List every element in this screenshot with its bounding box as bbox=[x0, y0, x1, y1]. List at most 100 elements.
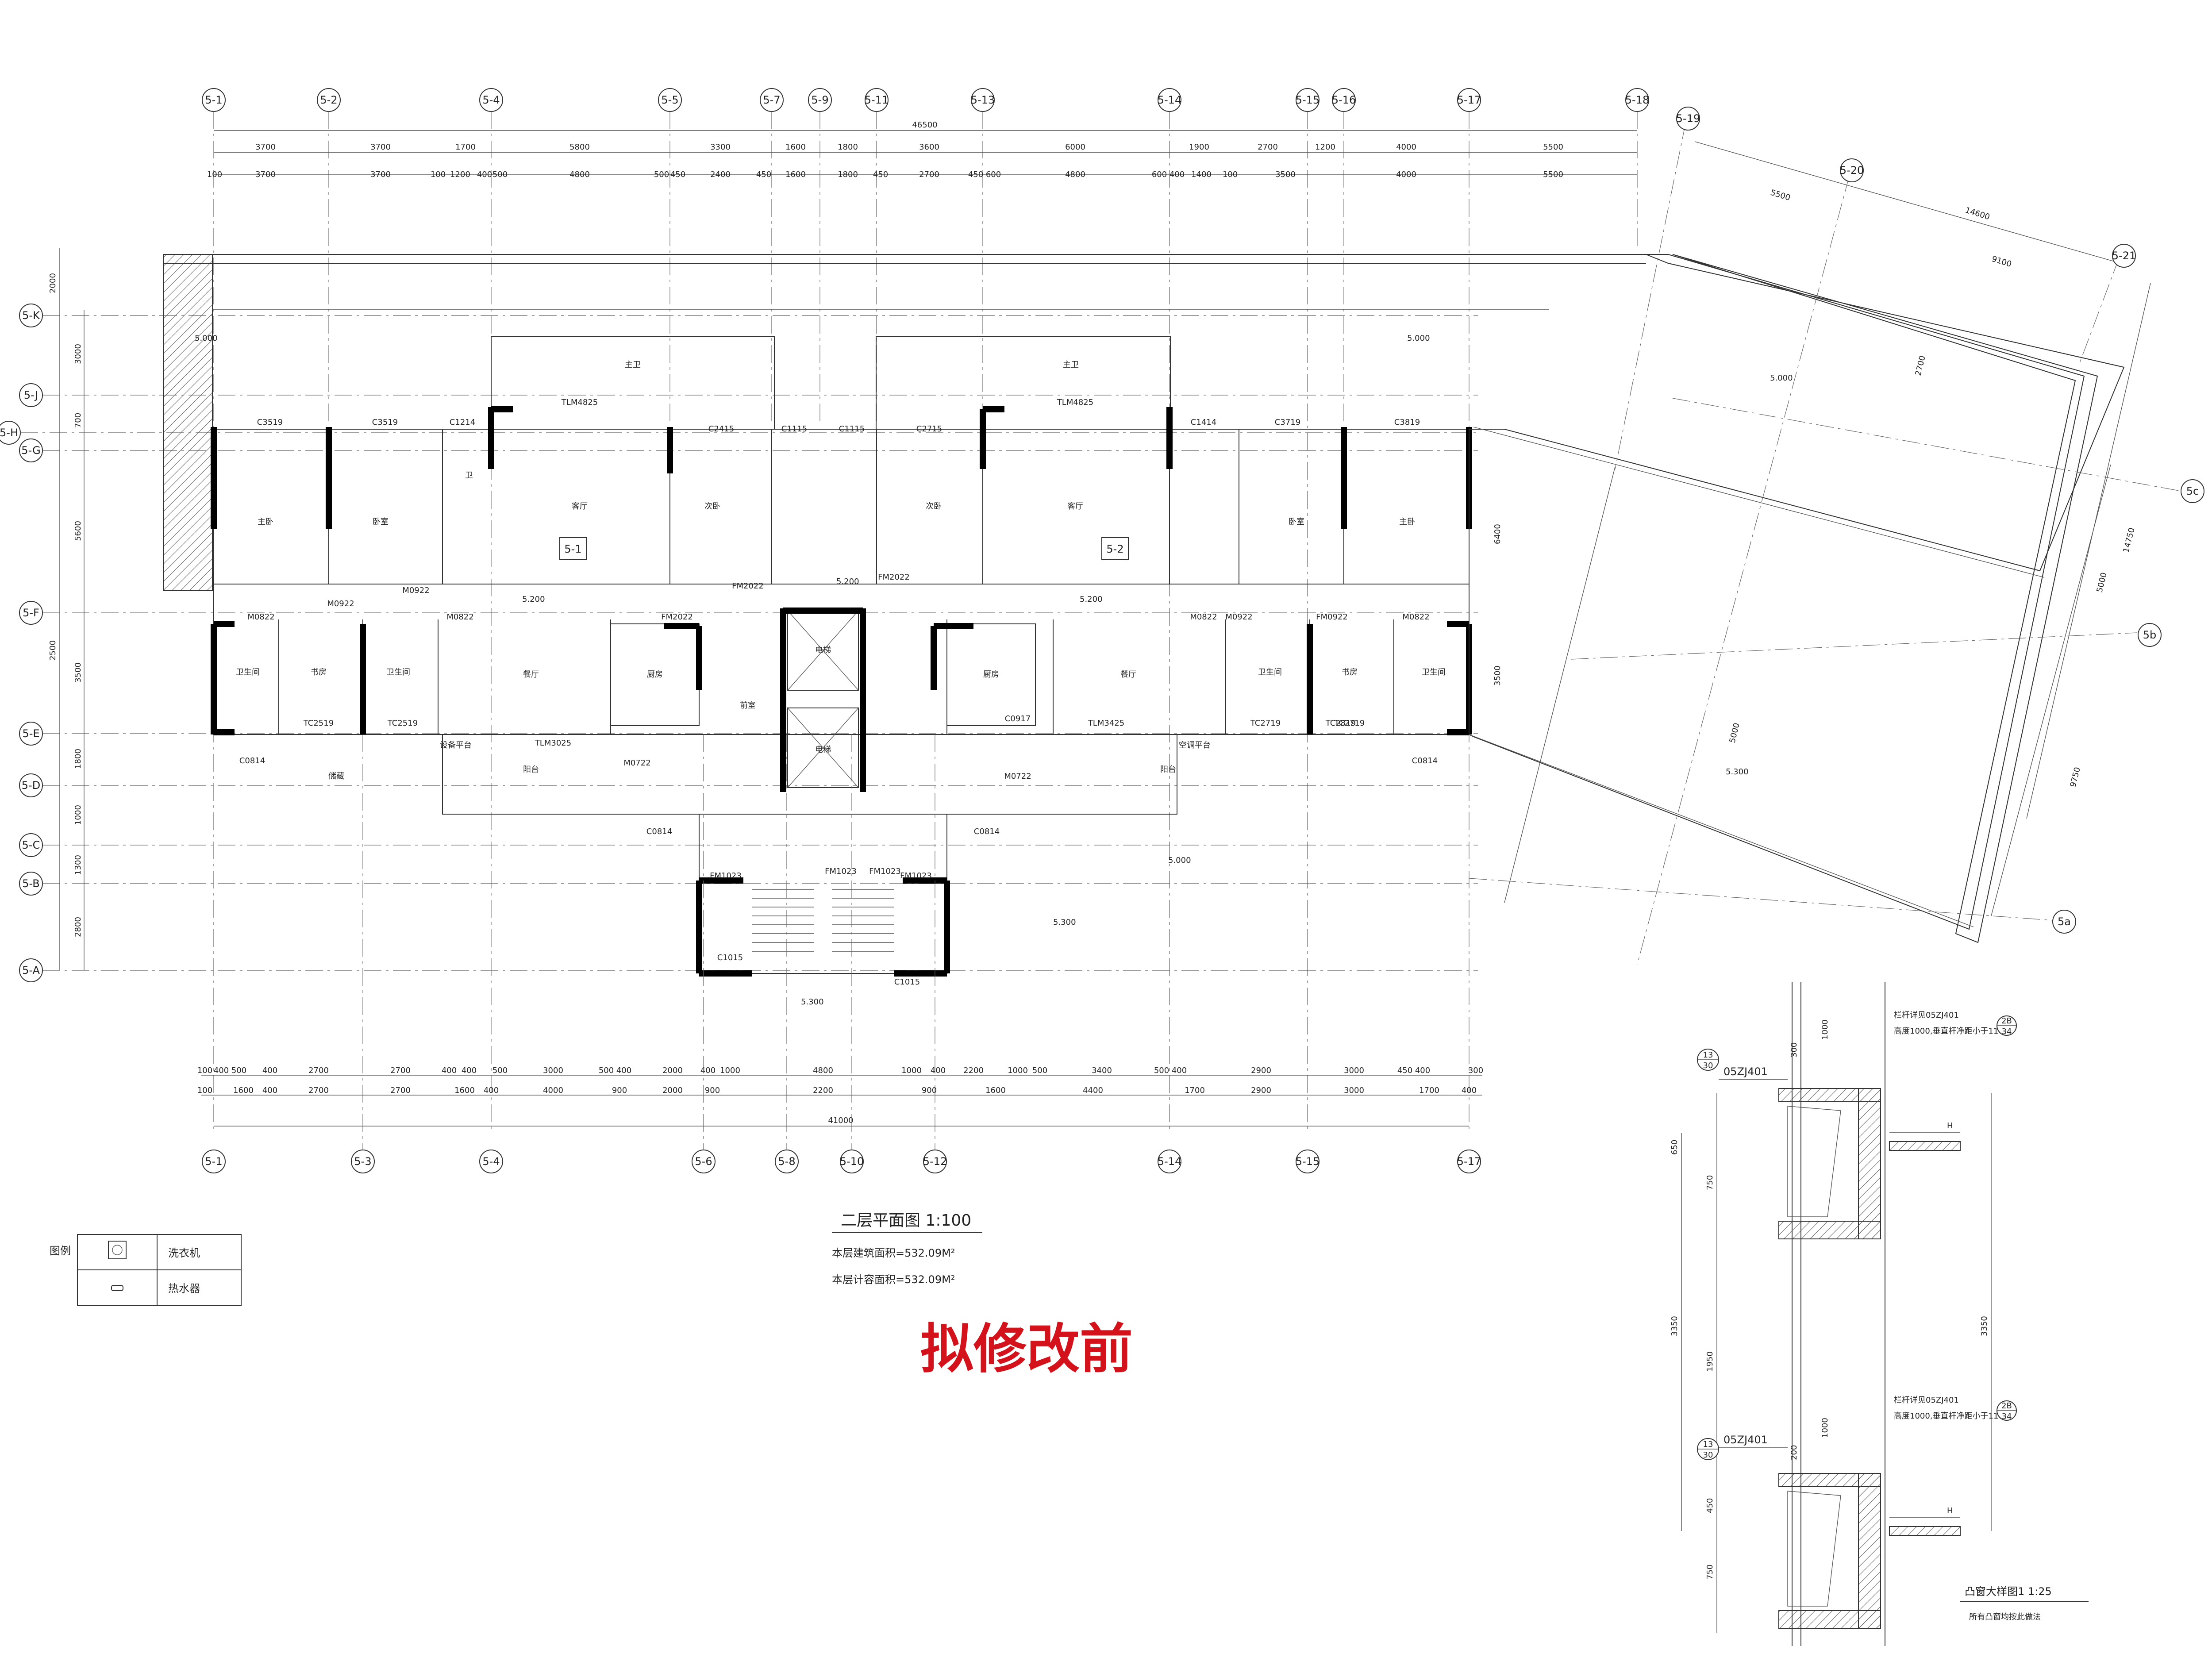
svg-text:600: 600 bbox=[986, 170, 1001, 179]
svg-text:3300: 3300 bbox=[710, 142, 731, 152]
grid-bubble: 5b bbox=[2138, 623, 2162, 647]
svg-text:5-6: 5-6 bbox=[695, 1155, 712, 1168]
unit-label-left: 5-1 bbox=[559, 537, 587, 560]
svg-text:客厅: 客厅 bbox=[1067, 502, 1083, 511]
svg-text:栏杆详见05ZJ401: 栏杆详见05ZJ401 bbox=[1894, 1396, 1959, 1405]
svg-text:TLM4825: TLM4825 bbox=[561, 398, 598, 407]
svg-text:14750: 14750 bbox=[2121, 527, 2136, 554]
svg-text:5.000: 5.000 bbox=[1770, 373, 1793, 383]
svg-text:30: 30 bbox=[1703, 1061, 1713, 1070]
svg-text:450: 450 bbox=[968, 170, 983, 179]
svg-text:FM2022: FM2022 bbox=[878, 573, 910, 582]
svg-text:1800: 1800 bbox=[73, 749, 83, 769]
svg-text:卫生间: 卫生间 bbox=[236, 668, 260, 677]
svg-text:1000: 1000 bbox=[1820, 1418, 1830, 1438]
grid-bubble: 5-14 bbox=[1158, 1150, 1181, 1173]
room-labels: 主卧 卧室 客厅 餐厅 厨房 卫 电梯 前室 书房 阳台 次卧 次卧 客厅 餐厅… bbox=[236, 360, 1446, 781]
svg-text:300: 300 bbox=[1789, 1042, 1799, 1057]
svg-text:2200: 2200 bbox=[813, 1086, 833, 1095]
detail-dims-left: 650 750 1950 450 750 3350 3350 300 1000 … bbox=[1670, 1019, 1989, 1580]
grid-bubble: 5-6 bbox=[692, 734, 716, 1173]
svg-text:TLM4825: TLM4825 bbox=[1057, 398, 1093, 407]
svg-text:1000: 1000 bbox=[1820, 1019, 1830, 1040]
svg-text:5-F: 5-F bbox=[23, 607, 39, 619]
svg-text:C1015: C1015 bbox=[717, 953, 743, 962]
grid-bubble: 5-7 bbox=[760, 88, 784, 425]
svg-text:厨房: 厨房 bbox=[647, 670, 663, 679]
svg-text:400: 400 bbox=[214, 1066, 229, 1075]
svg-text:6400: 6400 bbox=[1493, 524, 1502, 544]
svg-text:C3819: C3819 bbox=[1394, 418, 1420, 427]
svg-text:M0822: M0822 bbox=[1190, 612, 1217, 622]
svg-text:5500: 5500 bbox=[1543, 170, 1563, 179]
area-rated: 本层计容面积=532.09M² bbox=[832, 1273, 955, 1286]
detail-ref-bottom: 13 30 05ZJ401 bbox=[1697, 1434, 1788, 1460]
svg-text:5500: 5500 bbox=[1770, 188, 1792, 203]
grid-bubble: 5-H bbox=[0, 421, 1478, 445]
svg-text:400: 400 bbox=[1169, 170, 1185, 179]
svg-text:H: H bbox=[1947, 1121, 1953, 1131]
dim-row-bottom-2: 100 1600 400 2700 2700 1600 400 4000 900… bbox=[197, 1086, 1477, 1095]
svg-text:400: 400 bbox=[477, 170, 492, 179]
svg-text:M0922: M0922 bbox=[402, 586, 429, 595]
svg-text:卫: 卫 bbox=[465, 471, 473, 480]
grid-bubble: 5-K bbox=[19, 304, 1478, 327]
grid-bubble: 5-A bbox=[19, 958, 1478, 982]
svg-text:5-19: 5-19 bbox=[1676, 112, 1700, 125]
grid-bubble: 5-20 bbox=[1840, 158, 1864, 182]
svg-text:1200: 1200 bbox=[450, 170, 470, 179]
grid-bubble: 5-D bbox=[19, 773, 1478, 797]
svg-text:3700: 3700 bbox=[255, 142, 276, 152]
svg-text:5-7: 5-7 bbox=[763, 94, 780, 106]
svg-text:900: 900 bbox=[922, 1086, 937, 1095]
svg-text:C1115: C1115 bbox=[781, 424, 807, 434]
svg-text:TC2819: TC2819 bbox=[1325, 719, 1356, 728]
svg-text:2700: 2700 bbox=[1258, 142, 1278, 152]
svg-text:100: 100 bbox=[197, 1086, 212, 1095]
svg-text:700: 700 bbox=[73, 413, 83, 428]
svg-text:5-11: 5-11 bbox=[865, 94, 889, 106]
svg-text:4400: 4400 bbox=[1083, 1086, 1103, 1095]
svg-text:4000: 4000 bbox=[1396, 142, 1416, 152]
svg-text:300: 300 bbox=[1468, 1066, 1483, 1075]
svg-text:2000: 2000 bbox=[662, 1086, 683, 1095]
svg-text:C2415: C2415 bbox=[708, 424, 734, 434]
svg-text:400: 400 bbox=[262, 1066, 277, 1075]
svg-text:5.300: 5.300 bbox=[1053, 918, 1076, 927]
svg-text:C1015: C1015 bbox=[894, 977, 920, 987]
svg-text:阳台: 阳台 bbox=[523, 765, 539, 774]
svg-text:1800: 1800 bbox=[838, 142, 858, 152]
grid-bubble: 5-18 bbox=[1625, 88, 1649, 248]
svg-text:5-D: 5-D bbox=[22, 779, 40, 792]
svg-text:1600: 1600 bbox=[454, 1086, 475, 1095]
svg-text:TC2519: TC2519 bbox=[303, 719, 334, 728]
svg-text:4800: 4800 bbox=[569, 170, 590, 179]
grid-axis-top: 5-1 5-2 5-4 5-5 5-7 5-9 5-11 5-13 5-14 5… bbox=[202, 88, 1649, 1133]
svg-text:主卫: 主卫 bbox=[625, 360, 641, 369]
svg-text:500: 500 bbox=[492, 1066, 508, 1075]
svg-text:客厅: 客厅 bbox=[572, 502, 588, 511]
svg-text:5-H: 5-H bbox=[0, 427, 18, 439]
svg-text:电梯: 电梯 bbox=[815, 646, 831, 655]
svg-text:M0722: M0722 bbox=[623, 758, 650, 768]
area-built: 本层建筑面积=532.09M² bbox=[832, 1247, 955, 1259]
svg-text:洗衣机: 洗衣机 bbox=[168, 1247, 200, 1259]
svg-text:5-17: 5-17 bbox=[1457, 94, 1481, 106]
svg-text:1700: 1700 bbox=[455, 142, 476, 152]
svg-text:C3519: C3519 bbox=[372, 418, 398, 427]
grid-bubble: 5-4 bbox=[479, 1150, 503, 1173]
grid-bubble: 5-14 bbox=[1158, 88, 1181, 1133]
svg-text:3600: 3600 bbox=[919, 142, 939, 152]
svg-text:次卧: 次卧 bbox=[926, 502, 942, 511]
svg-text:M0922: M0922 bbox=[1225, 612, 1252, 622]
svg-text:400: 400 bbox=[442, 1066, 457, 1075]
svg-text:5.000: 5.000 bbox=[1407, 334, 1430, 343]
svg-text:卧室: 卧室 bbox=[373, 517, 389, 527]
grid-bubble: 5-E bbox=[19, 722, 1478, 746]
svg-text:栏杆详见05ZJ401: 栏杆详见05ZJ401 bbox=[1894, 1011, 1959, 1020]
stair bbox=[752, 889, 894, 952]
svg-text:100: 100 bbox=[431, 170, 446, 179]
svg-text:400: 400 bbox=[616, 1066, 631, 1075]
svg-text:5500: 5500 bbox=[1543, 142, 1563, 152]
